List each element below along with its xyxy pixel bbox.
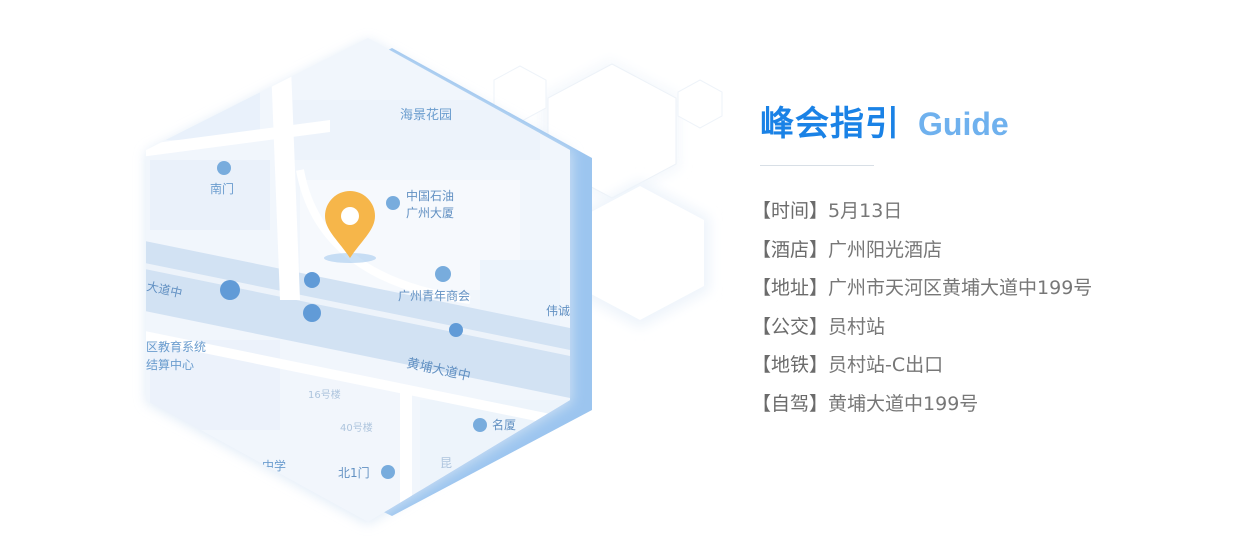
detail-label: 【酒店】 [752,238,829,261]
map-label-edu-2: 结算中心 [146,357,194,372]
gate-icon [217,161,231,175]
map-label-bldg-16: 16号楼 [308,388,341,401]
map-label-mingsha: 名厦 [492,417,516,432]
map-label-petro-2: 广州大厦 [406,206,454,220]
detail-label: 【地铁】 [752,354,829,376]
detail-row-bus: 【公交】员村站 [752,308,1240,347]
map-graphic: 海景花园 南门 中国石油 广州大厦 广州青年商会 大道中 黄埔大道中 区教育系统… [145,38,723,524]
title-divider [760,165,874,166]
map-label-wei: 伟诚 [546,304,570,318]
map-label-youth-hall: 广州青年商会 [398,288,470,303]
detail-value: 5月13日 [828,200,903,222]
map-label-kun: 昆 [440,456,452,470]
detail-value: 广州阳光酒店 [828,238,943,261]
detail-row-driving: 【自驾】黄埔大道中199号 [752,385,1240,424]
detail-label: 【时间】 [752,200,829,222]
detail-value: 广州市天河区黄埔大道中199号 [828,277,1093,299]
detail-value: 员村站 [828,315,886,338]
detail-row-time: 【时间】5月13日 [752,192,1240,231]
guide-panel: 峰会指引 Guide 【时间】5月13日 【酒店】广州阳光酒店 【地址】广州市天… [752,96,1240,423]
map-label-garden: 海景花园 [400,107,452,123]
detail-label: 【地址】 [752,277,829,299]
map-label-avenue-left: 大道中 [145,278,183,300]
map-label-edu-1: 区教育系统 [146,339,206,354]
detail-label: 【自驾】 [752,392,829,415]
detail-row-address: 【地址】广州市天河区黄埔大道中199号 [752,269,1240,308]
map-label-petro-1: 中国石油 [406,188,454,203]
map-label-north-gate: 北1门 [338,465,370,480]
north-gate-icon [381,465,395,479]
bus-icon [220,280,240,300]
map-label-bldg-40: 40号楼 [340,421,373,434]
fuel-icon [386,196,400,210]
location-map: 海景花园 南门 中国石油 广州大厦 广州青年商会 大道中 黄埔大道中 区教育系统… [145,38,723,524]
subway-arrow-icon [304,272,320,288]
title-chinese: 峰会指引 [760,104,900,144]
guide-heading: 峰会指引 Guide [760,96,1240,145]
title-english: Guide [918,106,1009,142]
detail-label: 【公交】 [752,315,829,338]
parking-icon [449,323,463,337]
detail-value: 黄埔大道中199号 [828,392,979,415]
map-tile: 海景花园 南门 中国石油 广州大厦 广州青年商会 大道中 黄埔大道中 区教育系统… [145,38,570,522]
subway-up-icon [303,304,321,322]
building-icon [473,418,487,432]
detail-value: 员村站-C出口 [828,354,944,376]
star-icon [435,266,451,282]
detail-row-metro: 【地铁】员村站-C出口 [752,346,1240,385]
detail-row-hotel: 【酒店】广州阳光酒店 [752,231,1240,270]
map-label-south-gate: 南门 [210,181,234,196]
